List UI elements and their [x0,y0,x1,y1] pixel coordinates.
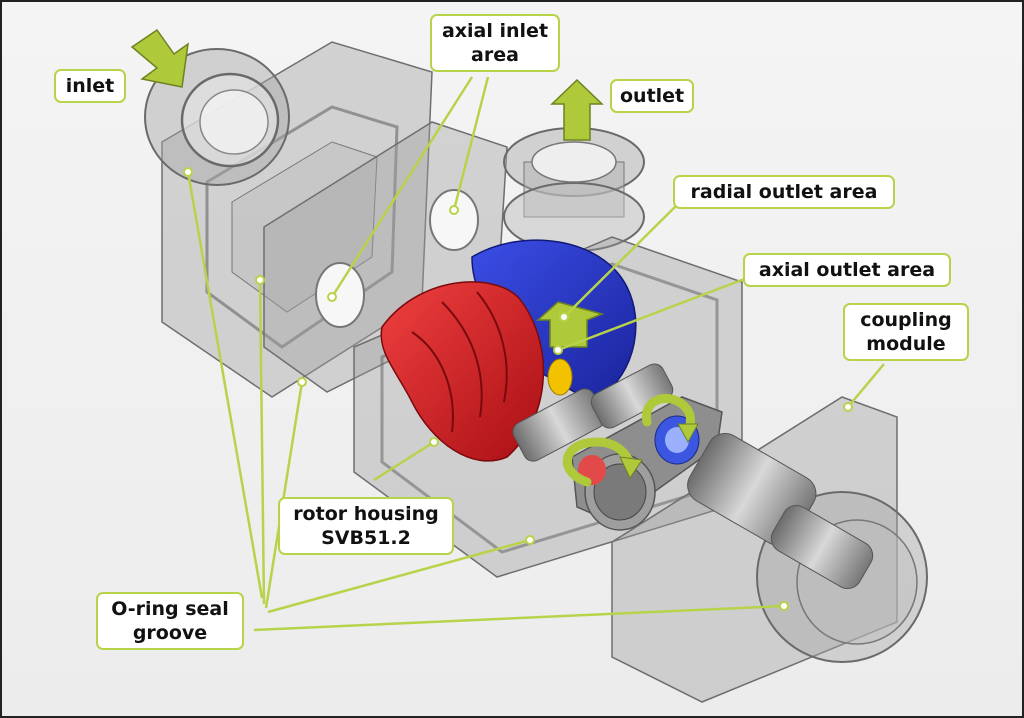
axial-outlet-area-text: axial outlet area [758,259,936,281]
oring-seal-groove-line2: groove [132,622,208,644]
axial-inlet-area-line2: area [471,44,519,66]
leader-dots [183,167,853,611]
outlet-label: outlet [610,79,694,113]
rotation-arrows [562,393,699,487]
oring-seal-groove-line1: O-ring seal [111,598,229,620]
radial-outlet-area-text: radial outlet area [690,181,878,203]
coupling-module-line2: module [866,333,946,355]
axial-outlet-area-label: axial outlet area [743,253,951,287]
inlet-flange [144,48,290,186]
axial-inlet-area-label: axial inlet area [430,14,560,72]
inlet-label-text: inlet [65,75,115,97]
coupling-module-label: coupling module [843,303,969,361]
coupling-module-line1: coupling [860,309,952,331]
inlet-flow-arrow [130,28,189,88]
outlet-label-text: outlet [620,85,685,107]
coupling-shaft [687,433,874,590]
oring-seal-groove-label: O-ring seal groove [96,592,244,650]
axial-outlet-arrow [536,301,605,348]
radial-outlet-area-label: radial outlet area [673,175,895,209]
axial-inlet-area-line1: axial inlet [441,20,549,42]
leader-lines [186,76,885,632]
outlet-flange [503,127,645,252]
rotor-housing-line2: SVB51.2 [321,527,411,549]
inlet-label: inlet [54,69,126,103]
rotor-housing-line1: rotor housing [293,503,439,525]
outlet-flow-arrow [550,78,604,141]
rotor-housing-label: rotor housing SVB51.2 [278,497,454,555]
